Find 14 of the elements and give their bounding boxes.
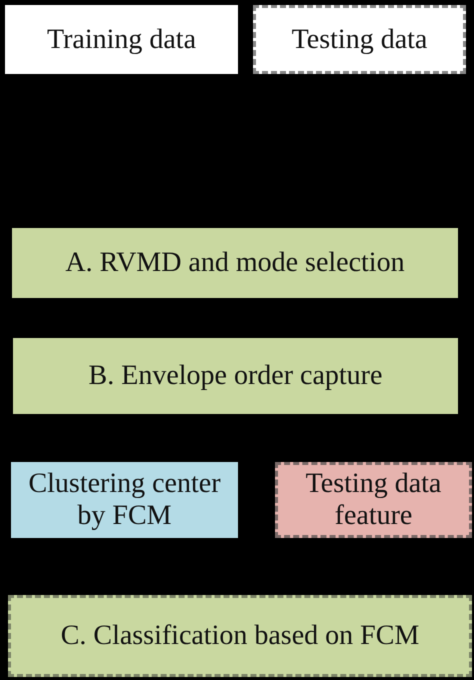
data-box bbox=[253, 5, 466, 74]
node-label: B. Envelope order capture bbox=[88, 360, 382, 392]
result-box bbox=[275, 462, 472, 538]
node-label: Testing data feature bbox=[304, 468, 442, 532]
process-box bbox=[12, 228, 458, 298]
node-label: Testing data bbox=[292, 24, 428, 56]
node-label: C. Classification based on FCM bbox=[60, 620, 420, 652]
process-box bbox=[13, 338, 458, 414]
process-box bbox=[8, 595, 472, 677]
node-label: A. RVMD and mode selection bbox=[65, 247, 405, 279]
node-label: Clustering center by FCM bbox=[27, 468, 222, 532]
node-label: Training data bbox=[46, 24, 196, 56]
result-box bbox=[11, 462, 238, 538]
data-box bbox=[5, 5, 238, 74]
